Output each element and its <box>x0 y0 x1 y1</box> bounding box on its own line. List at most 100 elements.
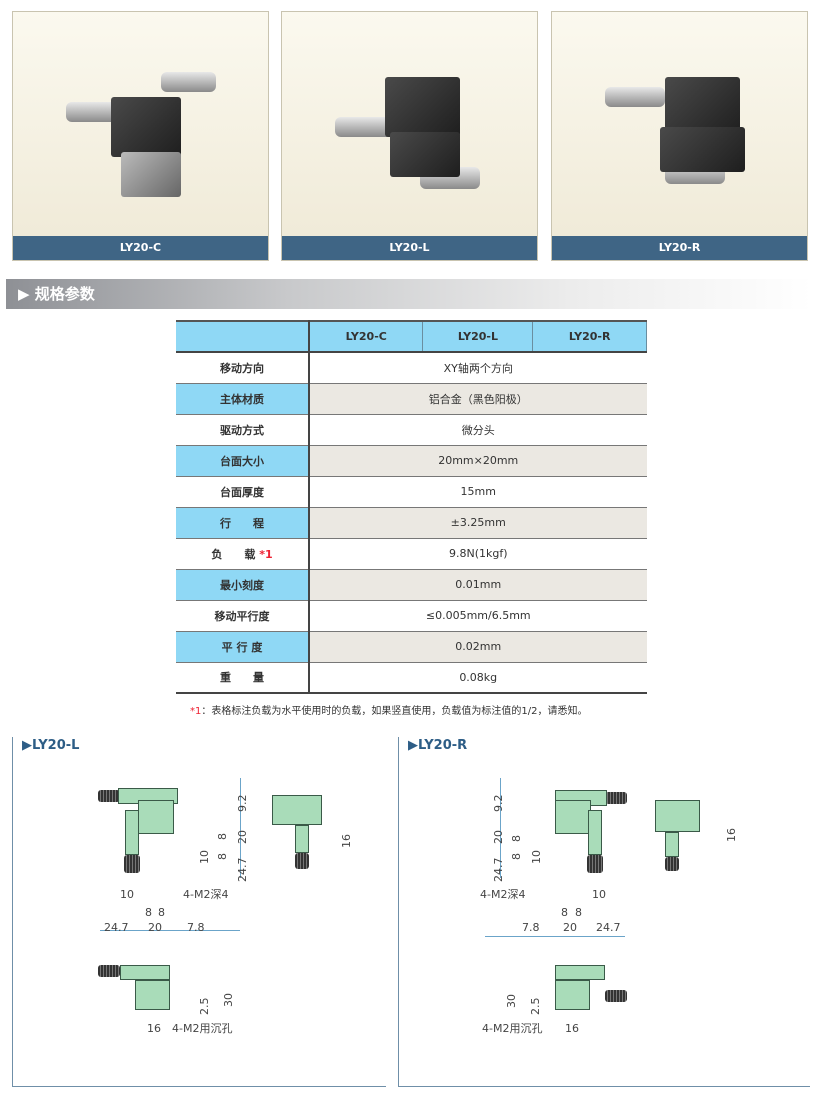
row-label: 平 行 度 <box>176 631 310 663</box>
table-row: 移动方向 XY轴两个方向 <box>176 352 647 384</box>
table-row: 行 程 ±3.25mm <box>176 507 647 539</box>
dimension-label: 8 <box>575 906 582 919</box>
dimension-label: 8 <box>510 853 523 860</box>
product-card-ly20-l[interactable]: LY20-L <box>281 11 538 261</box>
row-value: 铝合金（黑色阳极） <box>309 383 647 415</box>
drawing-panel-ly20-r <box>398 737 810 1087</box>
product-photo <box>334 72 485 212</box>
row-label-text: 负 载 <box>211 547 256 561</box>
row-label: 台面大小 <box>176 445 310 477</box>
dimension-label: 20 <box>492 830 505 844</box>
table-row: 台面厚度 15mm <box>176 476 647 508</box>
dimension-label: 4-M2用沉孔 <box>482 1022 543 1035</box>
product-card-ly20-r[interactable]: LY20-R <box>551 11 808 261</box>
row-label-text: 移动方向 <box>220 361 264 375</box>
dimension-label: 9.2 <box>492 794 505 813</box>
dimension-label: 30 <box>222 993 235 1007</box>
dimension-label: 24.7 <box>104 921 129 934</box>
drawing-title-ly20-l: ▶LY20-L <box>22 738 80 753</box>
row-label-text: 移动平行度 <box>214 609 270 623</box>
dimension-label: 4-M2用沉孔 <box>172 1022 233 1035</box>
dimension-label: 8 <box>145 906 152 919</box>
dimension-label: 10 <box>198 850 211 864</box>
row-label-text: 台面厚度 <box>220 485 264 499</box>
product-caption: LY20-L <box>282 236 537 260</box>
row-value: 9.8N(1kgf) <box>309 538 647 570</box>
row-value: 20mm×20mm <box>309 445 647 477</box>
row-label-text: 重 量 <box>220 671 264 685</box>
table-row: 移动平行度 ≤0.005mm/6.5mm <box>176 600 647 632</box>
table-row: 台面大小 20mm×20mm <box>176 445 647 477</box>
table-row: 最小刻度 0.01mm <box>176 569 647 601</box>
row-value: XY轴两个方向 <box>309 352 647 384</box>
dimension-label: 8 <box>216 833 229 840</box>
header-cell: LY20-R <box>532 320 647 353</box>
row-label: 负 载 *1 <box>176 538 310 570</box>
section-header-specs: ▶ 规格参数 <box>6 279 812 309</box>
row-value: 15mm <box>309 476 647 508</box>
row-value: 0.08kg <box>309 662 647 694</box>
dimension-label: 8 <box>158 906 165 919</box>
dimension-label: 2.5 <box>198 997 211 1016</box>
row-label-text: 主体材质 <box>220 392 264 406</box>
dimension-label: 20 <box>563 921 577 934</box>
row-label: 驱动方式 <box>176 414 310 446</box>
dimension-label: 8 <box>216 853 229 860</box>
product-caption: LY20-R <box>552 236 807 260</box>
row-label: 移动方向 <box>176 352 310 384</box>
dimension-label: 24.7 <box>236 857 249 883</box>
dimension-label: 16 <box>340 834 353 848</box>
row-label-text: 行 程 <box>220 516 264 530</box>
dimension-label: 24.7 <box>492 857 505 883</box>
product-card-ly20-c[interactable]: LY20-C <box>12 11 269 261</box>
header-cell: LY20-C <box>309 320 424 353</box>
dimension-label: 10 <box>120 888 134 901</box>
footnote-ref: *1 <box>259 547 273 561</box>
dimension-label: 16 <box>565 1022 579 1035</box>
dimension-label: 10 <box>530 850 543 864</box>
dimension-label: 7.8 <box>522 921 540 934</box>
row-label-text: 台面大小 <box>220 454 264 468</box>
row-label-text: 驱动方式 <box>220 423 264 437</box>
table-row: 主体材质 铝合金（黑色阳极） <box>176 383 647 415</box>
table-row: 驱动方式 微分头 <box>176 414 647 446</box>
row-label-text: 最小刻度 <box>220 578 264 592</box>
spec-table: LY20-C LY20-L LY20-R 移动方向 XY轴两个方向主体材质 铝合金（… <box>176 320 647 694</box>
footnote-text: ：表格标注负载为水平使用时的负载，如果竖直使用，负载值为标注值的1/2，请悉知。 <box>201 706 588 717</box>
row-label: 主体材质 <box>176 383 310 415</box>
product-photo <box>604 72 755 212</box>
dimension-label: 4-M2深4 <box>480 888 526 901</box>
row-value: 0.01mm <box>309 569 647 601</box>
header-cell: LY20-L <box>422 320 534 353</box>
row-label-text: 平 行 度 <box>221 640 263 654</box>
row-value: ±3.25mm <box>309 507 647 539</box>
row-value: 微分头 <box>309 414 647 446</box>
dimension-label: 16 <box>147 1022 161 1035</box>
dimension-label: 4-M2深4 <box>183 888 229 901</box>
dimension-label: 20 <box>148 921 162 934</box>
drawing-title-ly20-r: ▶LY20-R <box>408 738 468 753</box>
table-row: 重 量 0.08kg <box>176 662 647 694</box>
dimension-label: 10 <box>592 888 606 901</box>
table-row: 平 行 度 0.02mm <box>176 631 647 663</box>
row-value: ≤0.005mm/6.5mm <box>309 600 647 632</box>
header-cell <box>176 320 310 353</box>
row-label: 行 程 <box>176 507 310 539</box>
row-label: 重 量 <box>176 662 310 694</box>
dimension-label: 8 <box>510 835 523 842</box>
dimension-label: 7.8 <box>187 921 205 934</box>
dimension-label: 8 <box>561 906 568 919</box>
dimension-label: 2.5 <box>529 997 542 1016</box>
row-label: 移动平行度 <box>176 600 310 632</box>
drawing-panel-ly20-l <box>12 737 386 1087</box>
row-label: 台面厚度 <box>176 476 310 508</box>
footnote: *1：表格标注负载为水平使用时的负载，如果竖直使用，负载值为标注值的1/2，请悉… <box>190 702 587 717</box>
row-label: 最小刻度 <box>176 569 310 601</box>
product-photo <box>65 72 216 212</box>
product-caption: LY20-C <box>13 236 268 260</box>
dimension-label: 9.2 <box>236 794 249 813</box>
row-value: 0.02mm <box>309 631 647 663</box>
table-header-row: LY20-C LY20-L LY20-R <box>176 320 647 353</box>
footnote-mark: *1 <box>190 706 202 717</box>
